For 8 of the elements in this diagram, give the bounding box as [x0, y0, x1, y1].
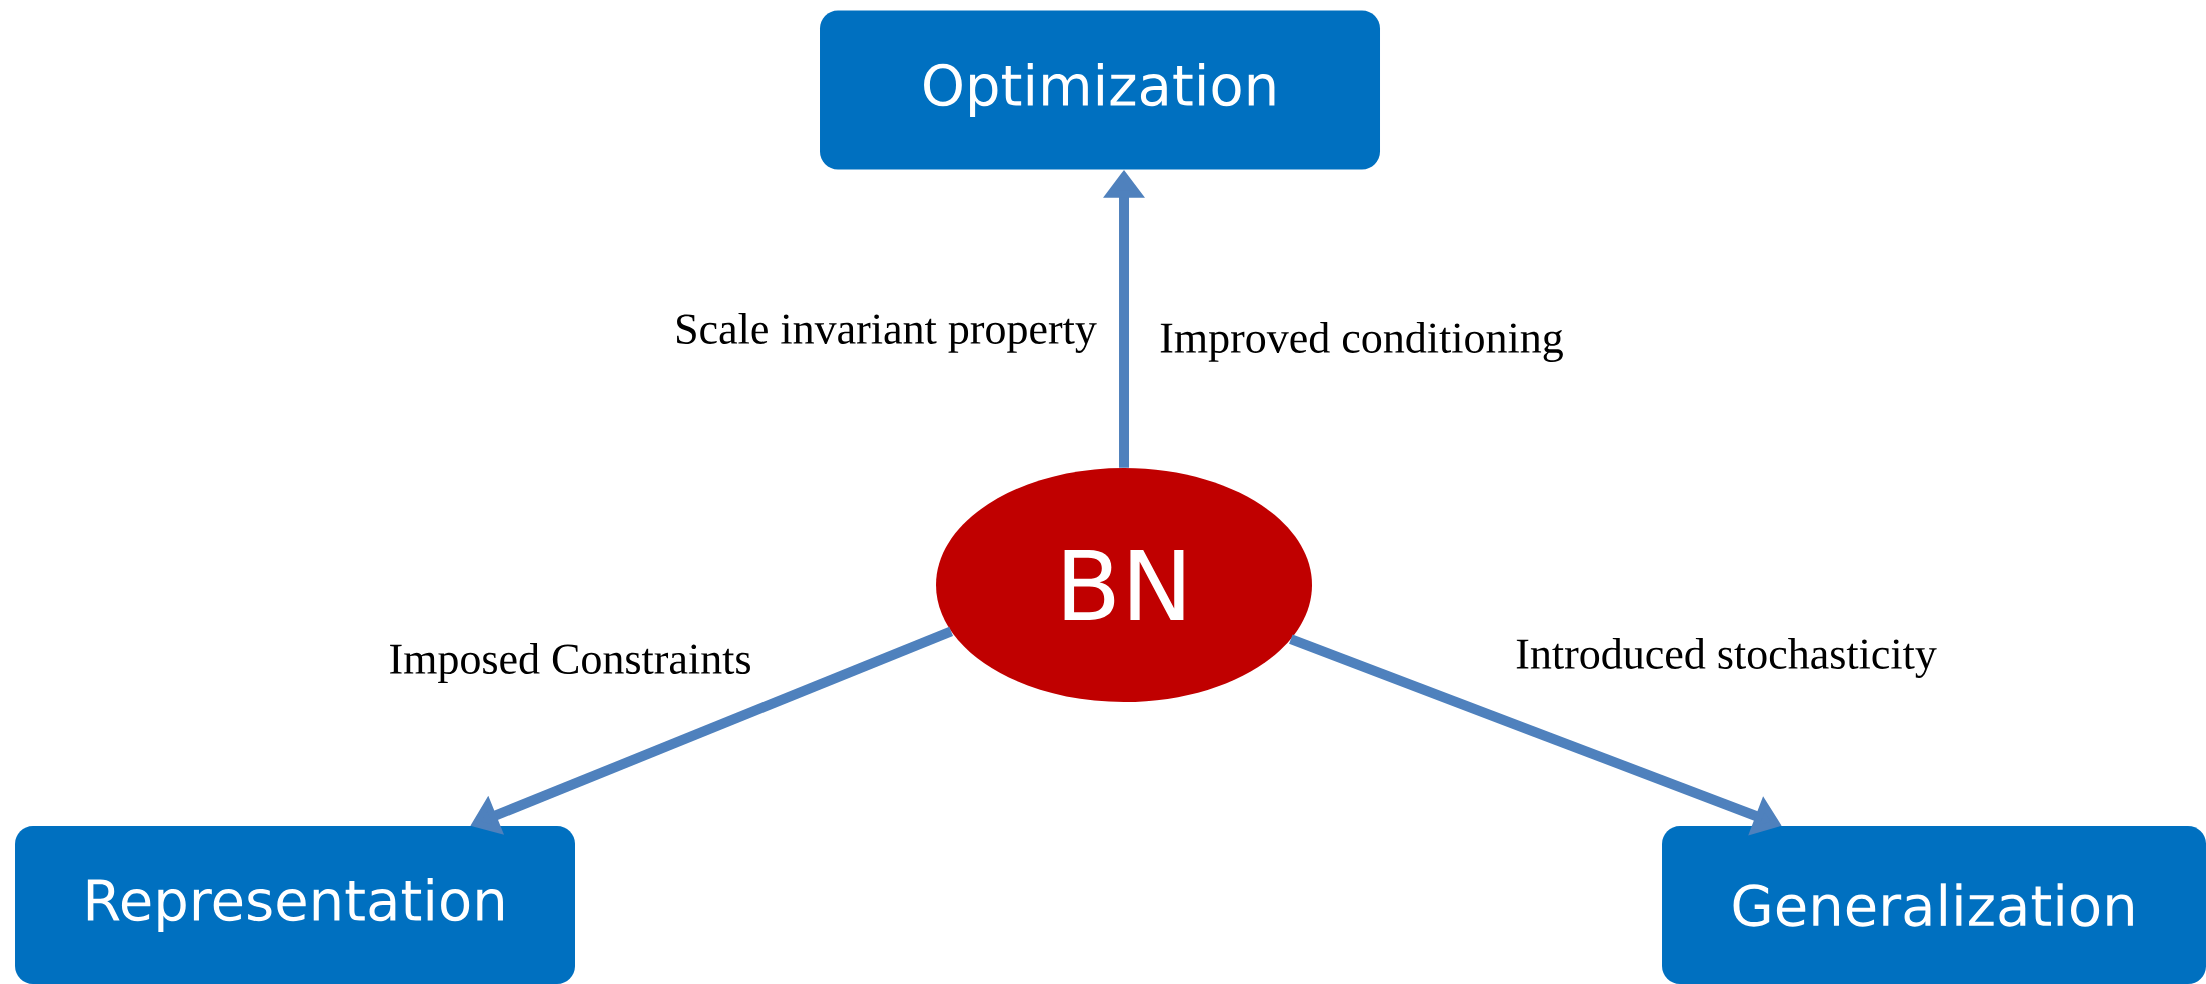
ellipse-node: BN	[936, 468, 1312, 702]
process-box: Generalization	[1662, 826, 2206, 984]
edge-label: Scale invariant property	[672, 310, 1099, 355]
process-box: Optimization	[820, 10, 1380, 170]
edge-label: Imposed Constraints	[386, 641, 754, 685]
edge-label: Introduced stochasticity	[1513, 635, 1939, 680]
process-box: Representation	[15, 826, 575, 984]
text-label: Improved conditioning	[1157, 319, 1566, 364]
